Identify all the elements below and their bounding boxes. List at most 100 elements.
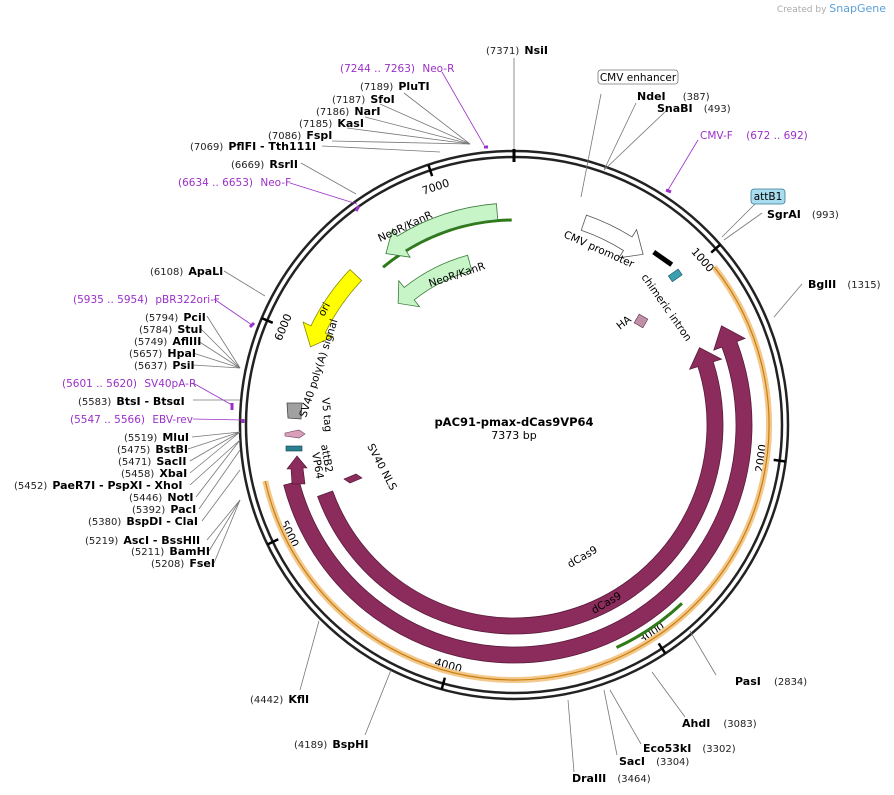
svg-text:(5657) HpaI: (5657) HpaI — [129, 342, 196, 361]
enzyme-name: KasI — [337, 117, 364, 130]
primer-range: (6634 .. 6653) — [178, 177, 253, 189]
enzyme-pos: (7189) — [360, 82, 393, 93]
svg-text:SacI (3304): SacI (3304) — [619, 750, 689, 769]
enzyme-name: PciI — [183, 311, 205, 324]
enzyme-pos: (5458) — [121, 469, 154, 480]
enzyme-pos: (993) — [812, 210, 839, 221]
enzyme-name: PacI — [170, 503, 196, 516]
svg-text:SgrAI (993): SgrAI (993) — [767, 203, 839, 222]
ha-box — [633, 313, 649, 329]
svg-text:CMV-F (672 .. 692): CMV-F (672 .. 692) — [700, 130, 808, 142]
tick-label: 6000 — [272, 312, 295, 343]
primer-range: (5601 .. 5620) — [62, 378, 137, 390]
tick-mark — [266, 538, 279, 546]
enzyme-name: FseI — [189, 557, 215, 570]
enzyme-name: SgrAI — [767, 208, 801, 221]
svg-text:(5452) PaeR7I - PspXI - XhoI: (5452) PaeR7I - PspXI - XhoI — [14, 474, 183, 493]
enzyme-name: NsiI — [524, 44, 548, 57]
enzyme-pos: (6669) — [231, 160, 264, 171]
enzyme-name: BspDI - ClaI — [126, 515, 198, 528]
enzyme-pos: (5519) — [124, 433, 157, 444]
svg-text:PasI (2834): PasI (2834) — [735, 670, 807, 689]
cmv-promoter-arrow — [580, 214, 644, 259]
enzyme-name: ApaLI — [188, 265, 223, 278]
enzyme-pos: (5657) — [129, 349, 162, 360]
svg-text:AhdI (3083): AhdI (3083) — [682, 712, 757, 731]
primer-range: (7244 .. 7263) — [340, 63, 415, 75]
enzyme-name: NarI — [354, 105, 380, 118]
enzyme-labels: (7371) NsiI (7189) PluTI (7187) SfoI (71… — [14, 44, 881, 786]
enzyme-name: BglII — [808, 278, 836, 291]
enzyme-name: BstBI — [155, 443, 188, 456]
tick-mark — [773, 458, 786, 463]
enzyme-name: RsrII — [269, 158, 298, 171]
enzyme-name: SnaBI — [657, 102, 693, 115]
created-by-text: Created by — [776, 5, 827, 15]
svg-text:(7189) PluTI: (7189) PluTI — [360, 75, 430, 94]
sv40-nls-arrow — [343, 473, 363, 484]
enzyme-pos: (7086) — [268, 131, 301, 142]
svg-text:DraIII (3464): DraIII (3464) — [572, 767, 651, 786]
enzyme-pos: (2834) — [774, 677, 807, 688]
enzyme-pos: (5219) — [85, 536, 118, 547]
orf-arc-core — [264, 266, 770, 681]
primer-name: CMV-F — [700, 130, 733, 142]
enzyme-name: AhdI — [682, 717, 710, 730]
plasmid-name: pAC91-pmax-dCas9VP64 — [434, 415, 593, 429]
enzyme-name: DraIII — [572, 772, 606, 785]
svg-text:(5794) PciI: (5794) PciI — [145, 306, 206, 325]
dcas9-arc-outer — [283, 325, 753, 664]
svg-text:(7069) PflFI - Tth111I: (7069) PflFI - Tth111I — [190, 135, 316, 154]
svg-text:Eco53kI (3302): Eco53kI (3302) — [643, 737, 736, 756]
chimeric-intron-box — [652, 250, 674, 267]
attb1-label-box — [750, 188, 786, 205]
feature-label-ori: ori — [316, 301, 333, 319]
enzyme-pos: (7069) — [190, 142, 223, 153]
primer-labels: (7244 .. 7263) Neo-R (6634 .. 6653) Neo-… — [62, 63, 808, 426]
svg-text:(5208) FseI: (5208) FseI — [151, 552, 215, 571]
feature-label-chimeric-intron: chimeric intron — [639, 272, 694, 344]
svg-text:(4189) BspHI: (4189) BspHI — [294, 733, 368, 752]
svg-text:(5601 .. 5620) SV40pA-R: (5601 .. 5620) SV40pA-R — [62, 378, 196, 390]
svg-text:(6108) ApaLI: (6108) ApaLI — [150, 260, 223, 279]
enzyme-pos: (5475) — [117, 445, 150, 456]
tick-mark — [427, 164, 434, 177]
enzyme-pos: (5211) — [131, 547, 164, 558]
enzyme-name: StuI — [177, 323, 202, 336]
svg-text:SnaBI (493): SnaBI (493) — [657, 97, 731, 116]
enzyme-pos: (3302) — [702, 744, 735, 755]
enzyme-pos: (4442) — [250, 695, 283, 706]
svg-text:(7187) SfoI: (7187) SfoI — [332, 88, 395, 107]
svg-text:(5547 .. 5566) EBV-rev: (5547 .. 5566) EBV-rev — [70, 414, 193, 426]
enzyme-pos: (7186) — [316, 107, 349, 118]
svg-text:(5519) MluI: (5519) MluI — [124, 426, 189, 445]
cmv-enhancer-box — [597, 69, 679, 85]
feature-label-attb2: attB2 — [318, 443, 335, 473]
enzyme-pos: (6108) — [150, 267, 183, 278]
enzyme-name: PflFI - Tth111I — [228, 140, 316, 153]
enzyme-pos: (5794) — [145, 313, 178, 324]
tick-mark — [657, 642, 667, 655]
enzyme-name: SfoI — [370, 93, 394, 106]
primer-range: (5547 .. 5566) — [70, 414, 145, 426]
enzyme-name: BtsI - BtsαI — [116, 395, 184, 408]
primer-name: pBR322ori-F — [155, 294, 220, 306]
svg-text:(7244 .. 7263) Neo-R: (7244 .. 7263) Neo-R — [340, 63, 454, 75]
enzyme-name: FspI — [306, 129, 332, 142]
enzyme-name: PsiI — [172, 359, 194, 372]
primer-name: SV40pA-R — [144, 378, 196, 390]
primer-mark-cmv-f — [665, 188, 672, 194]
tick-mark — [440, 677, 447, 690]
enzyme-name: NotI — [167, 491, 193, 504]
neor-kanr-arrow-1 — [385, 203, 499, 258]
cmv-enhancer-label: CMV enhancer — [600, 72, 677, 84]
enzyme-name: BamHI — [169, 545, 210, 558]
svg-text:(5637) PsiI: (5637) PsiI — [134, 354, 195, 373]
leader-lines — [187, 58, 803, 773]
svg-text:(6634 .. 6653) Neo-F: (6634 .. 6653) Neo-F — [178, 177, 291, 189]
attb1-label: attB1 — [754, 191, 783, 203]
snapgene-branding: Created by SnapGene — [777, 2, 886, 15]
svg-text:(5784) StuI: (5784) StuI — [139, 318, 202, 337]
enzyme-pos: (5446) — [129, 493, 162, 504]
